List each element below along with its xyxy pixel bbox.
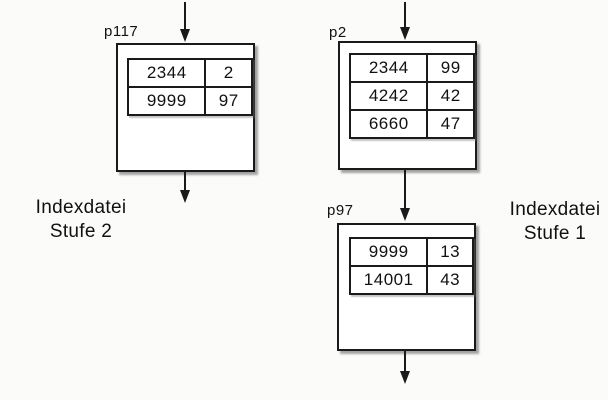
arrow-down-into-p117 <box>180 2 190 42</box>
label-indexdatei-stufe-2: Indexdatei Stufe 2 <box>16 196 146 244</box>
key-table-p2: 2344 99 4242 42 6660 47 <box>348 53 475 139</box>
table-cell-pointer: 13 <box>426 237 474 267</box>
label-indexdatei-stufe-1: Indexdatei Stufe 1 <box>490 198 608 246</box>
table-cell-key: 4242 <box>348 81 429 111</box>
table-cell-key: 6660 <box>348 109 429 139</box>
table-row: 9999 97 <box>126 86 253 116</box>
key-table-p97: 9999 13 14001 43 <box>348 237 474 295</box>
table-cell-pointer: 2 <box>204 58 253 88</box>
arrow-down-out-of-p97 <box>400 351 410 384</box>
node-box-p2: 2344 99 4242 42 6660 47 <box>338 41 477 170</box>
table-cell-pointer: 42 <box>426 81 475 111</box>
table-cell-key: 14001 <box>348 265 429 295</box>
table-row: 6660 47 <box>348 109 475 139</box>
table-row: 2344 99 <box>348 53 475 83</box>
node-box-p117: 2344 2 9999 97 <box>116 43 255 172</box>
table-row: 14001 43 <box>348 265 474 295</box>
table-cell-key: 2344 <box>126 58 207 88</box>
table-row: 9999 13 <box>348 237 474 267</box>
table-row: 4242 42 <box>348 81 475 111</box>
arrow-down-into-p2 <box>400 2 410 40</box>
label-line: Stufe 1 <box>523 223 587 244</box>
arrow-down-out-of-p117 <box>180 172 190 203</box>
table-cell-pointer: 99 <box>426 53 475 83</box>
label-line: Indexdatei <box>509 199 601 220</box>
table-row: 2344 2 <box>126 58 253 88</box>
node-box-p97: 9999 13 14001 43 <box>337 223 476 351</box>
table-cell-pointer: 97 <box>204 86 253 116</box>
label-line: Stufe 2 <box>49 221 113 242</box>
table-cell-key: 9999 <box>126 86 207 116</box>
label-line: Indexdatei <box>35 197 127 218</box>
table-cell-key: 2344 <box>348 53 429 83</box>
node-label-p2: p2 <box>329 24 347 41</box>
key-table-p117: 2344 2 9999 97 <box>126 58 253 116</box>
node-label-p97: p97 <box>327 202 354 219</box>
table-cell-pointer: 43 <box>426 265 474 295</box>
arrow-p2-to-p97 <box>400 170 410 221</box>
table-cell-pointer: 47 <box>426 109 475 139</box>
table-cell-key: 9999 <box>348 237 429 267</box>
node-label-p117: p117 <box>104 23 139 40</box>
